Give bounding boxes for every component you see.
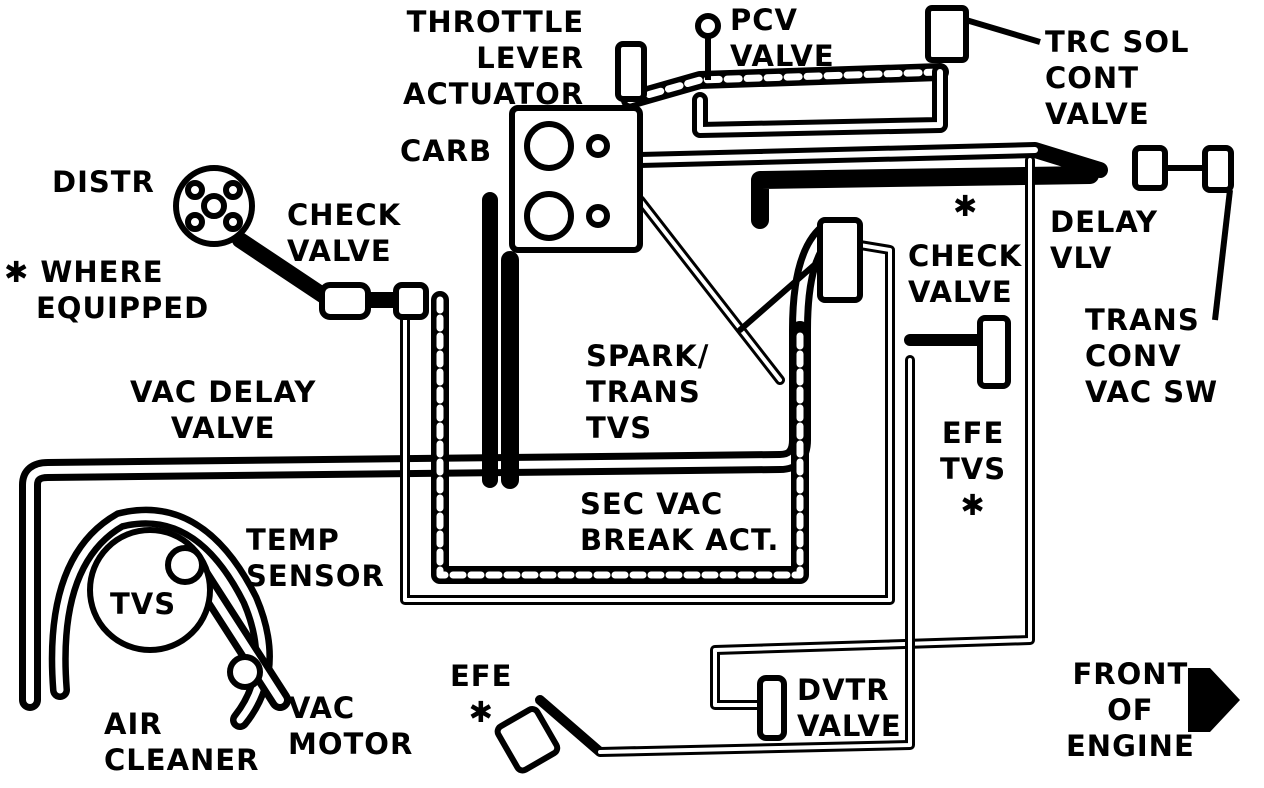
label-line: DVTR bbox=[797, 673, 890, 707]
dvtr-valve-label: DVTR VALVE bbox=[797, 672, 902, 744]
delay-vlv-label: DELAY VLV bbox=[1050, 204, 1158, 276]
trans-conv-vac-switch bbox=[977, 315, 1011, 389]
label-line: VALVE bbox=[170, 411, 276, 445]
tvs-label: TVS bbox=[110, 587, 177, 621]
label-line: VAC bbox=[288, 691, 356, 725]
spark-trans-tvs-label: SPARK/ TRANS TVS bbox=[586, 338, 709, 446]
label-line: TRANS bbox=[1085, 303, 1200, 337]
label-line: CONV bbox=[1085, 339, 1182, 373]
where-equipped-label: ✱ WHERE EQUIPPED bbox=[4, 254, 209, 326]
label-line: CONT bbox=[1045, 61, 1139, 95]
label-line: TRC SOL bbox=[1045, 25, 1190, 59]
throttle-lever-actuator-label: THROTTLE LEVER ACTUATOR bbox=[403, 4, 584, 112]
label-line: TVS bbox=[940, 452, 1007, 486]
label-line: SENSOR bbox=[246, 559, 385, 593]
label-line: THROTTLE bbox=[406, 5, 585, 39]
label-line: SEC VAC bbox=[580, 487, 724, 521]
delay-valve bbox=[1132, 145, 1234, 321]
vac-delay-valve-label: VAC DELAY VALVE bbox=[130, 374, 316, 446]
pcv-valve bbox=[695, 13, 721, 80]
air-cleaner bbox=[87, 527, 263, 690]
label-line: CLEANER bbox=[104, 743, 260, 777]
distr-label: DISTR bbox=[52, 165, 155, 199]
label-line: VAC DELAY bbox=[130, 375, 317, 409]
check-valve-left-label: CHECK VALVE bbox=[287, 197, 401, 269]
front-arrow-icon bbox=[1188, 668, 1240, 732]
check-valve-left bbox=[319, 282, 371, 320]
label-line: AIR bbox=[104, 707, 163, 741]
label-line: DELAY bbox=[1050, 205, 1159, 239]
label-line: VALVE bbox=[797, 709, 902, 743]
label-line: ACTUATOR bbox=[403, 77, 585, 111]
front-of-engine-label: FRONT OF ENGINE bbox=[1066, 656, 1195, 764]
label-line: ENGINE bbox=[1066, 729, 1195, 763]
throttle-lever-actuator bbox=[615, 41, 647, 102]
check-valve-right-label: CHECK VALVE bbox=[908, 238, 1022, 310]
label-line: VALVE bbox=[730, 39, 835, 73]
spark-trans-tvs-body bbox=[817, 217, 863, 303]
asterisk-mid: ✱ bbox=[953, 189, 979, 223]
label-line: BREAK ACT. bbox=[580, 523, 780, 557]
dvtr-valve bbox=[757, 675, 787, 741]
label-line: SPARK/ bbox=[586, 339, 710, 373]
label-line: TEMP bbox=[246, 523, 340, 557]
label-line: VALVE bbox=[1045, 97, 1150, 131]
efe-tvs-label: EFE TVS ✱ bbox=[940, 415, 1006, 523]
label-line: VALVE bbox=[287, 234, 392, 268]
label-line: PCV bbox=[730, 3, 798, 37]
efe-actuator bbox=[494, 706, 561, 774]
label-line: EQUIPPED bbox=[36, 291, 210, 325]
pcv-valve-label: PCV VALVE bbox=[730, 2, 835, 74]
label-line: VLV bbox=[1050, 241, 1113, 275]
carburetor bbox=[509, 105, 643, 253]
temp-sensor-label: TEMP SENSOR bbox=[246, 522, 385, 594]
label-line: VALVE bbox=[908, 275, 1013, 309]
trans-conv-vac-sw-label: TRANS CONV VAC SW bbox=[1085, 302, 1218, 410]
label-line: VAC SW bbox=[1085, 375, 1219, 409]
vac-motor-label: VAC MOTOR bbox=[288, 690, 413, 762]
trc-solenoid bbox=[925, 5, 1041, 63]
distributor bbox=[173, 165, 255, 247]
label-line: FRONT bbox=[1072, 657, 1189, 691]
efe-label: EFE ✱ bbox=[450, 658, 512, 730]
label-line: TVS bbox=[586, 411, 653, 445]
label-line: CHECK bbox=[908, 239, 1023, 273]
label-line: MOTOR bbox=[288, 727, 414, 761]
label-line: ✱ bbox=[468, 695, 494, 729]
label-line: CHECK bbox=[287, 198, 402, 232]
label-line: ✱ bbox=[960, 488, 986, 522]
label-line: LEVER bbox=[476, 41, 585, 75]
label-line: TRANS bbox=[586, 375, 701, 409]
trc-sol-cont-valve-label: TRC SOL CONT VALVE bbox=[1045, 24, 1190, 132]
label-line: EFE bbox=[941, 416, 1005, 450]
label-line: EFE bbox=[450, 659, 513, 693]
air-cleaner-label: AIR CLEANER bbox=[104, 706, 259, 778]
label-line: OF bbox=[1107, 693, 1154, 727]
carb-label: CARB bbox=[400, 134, 493, 168]
label-line: ✱ WHERE bbox=[4, 255, 164, 289]
sec-vac-break-act-label: SEC VAC BREAK ACT. bbox=[580, 486, 779, 558]
